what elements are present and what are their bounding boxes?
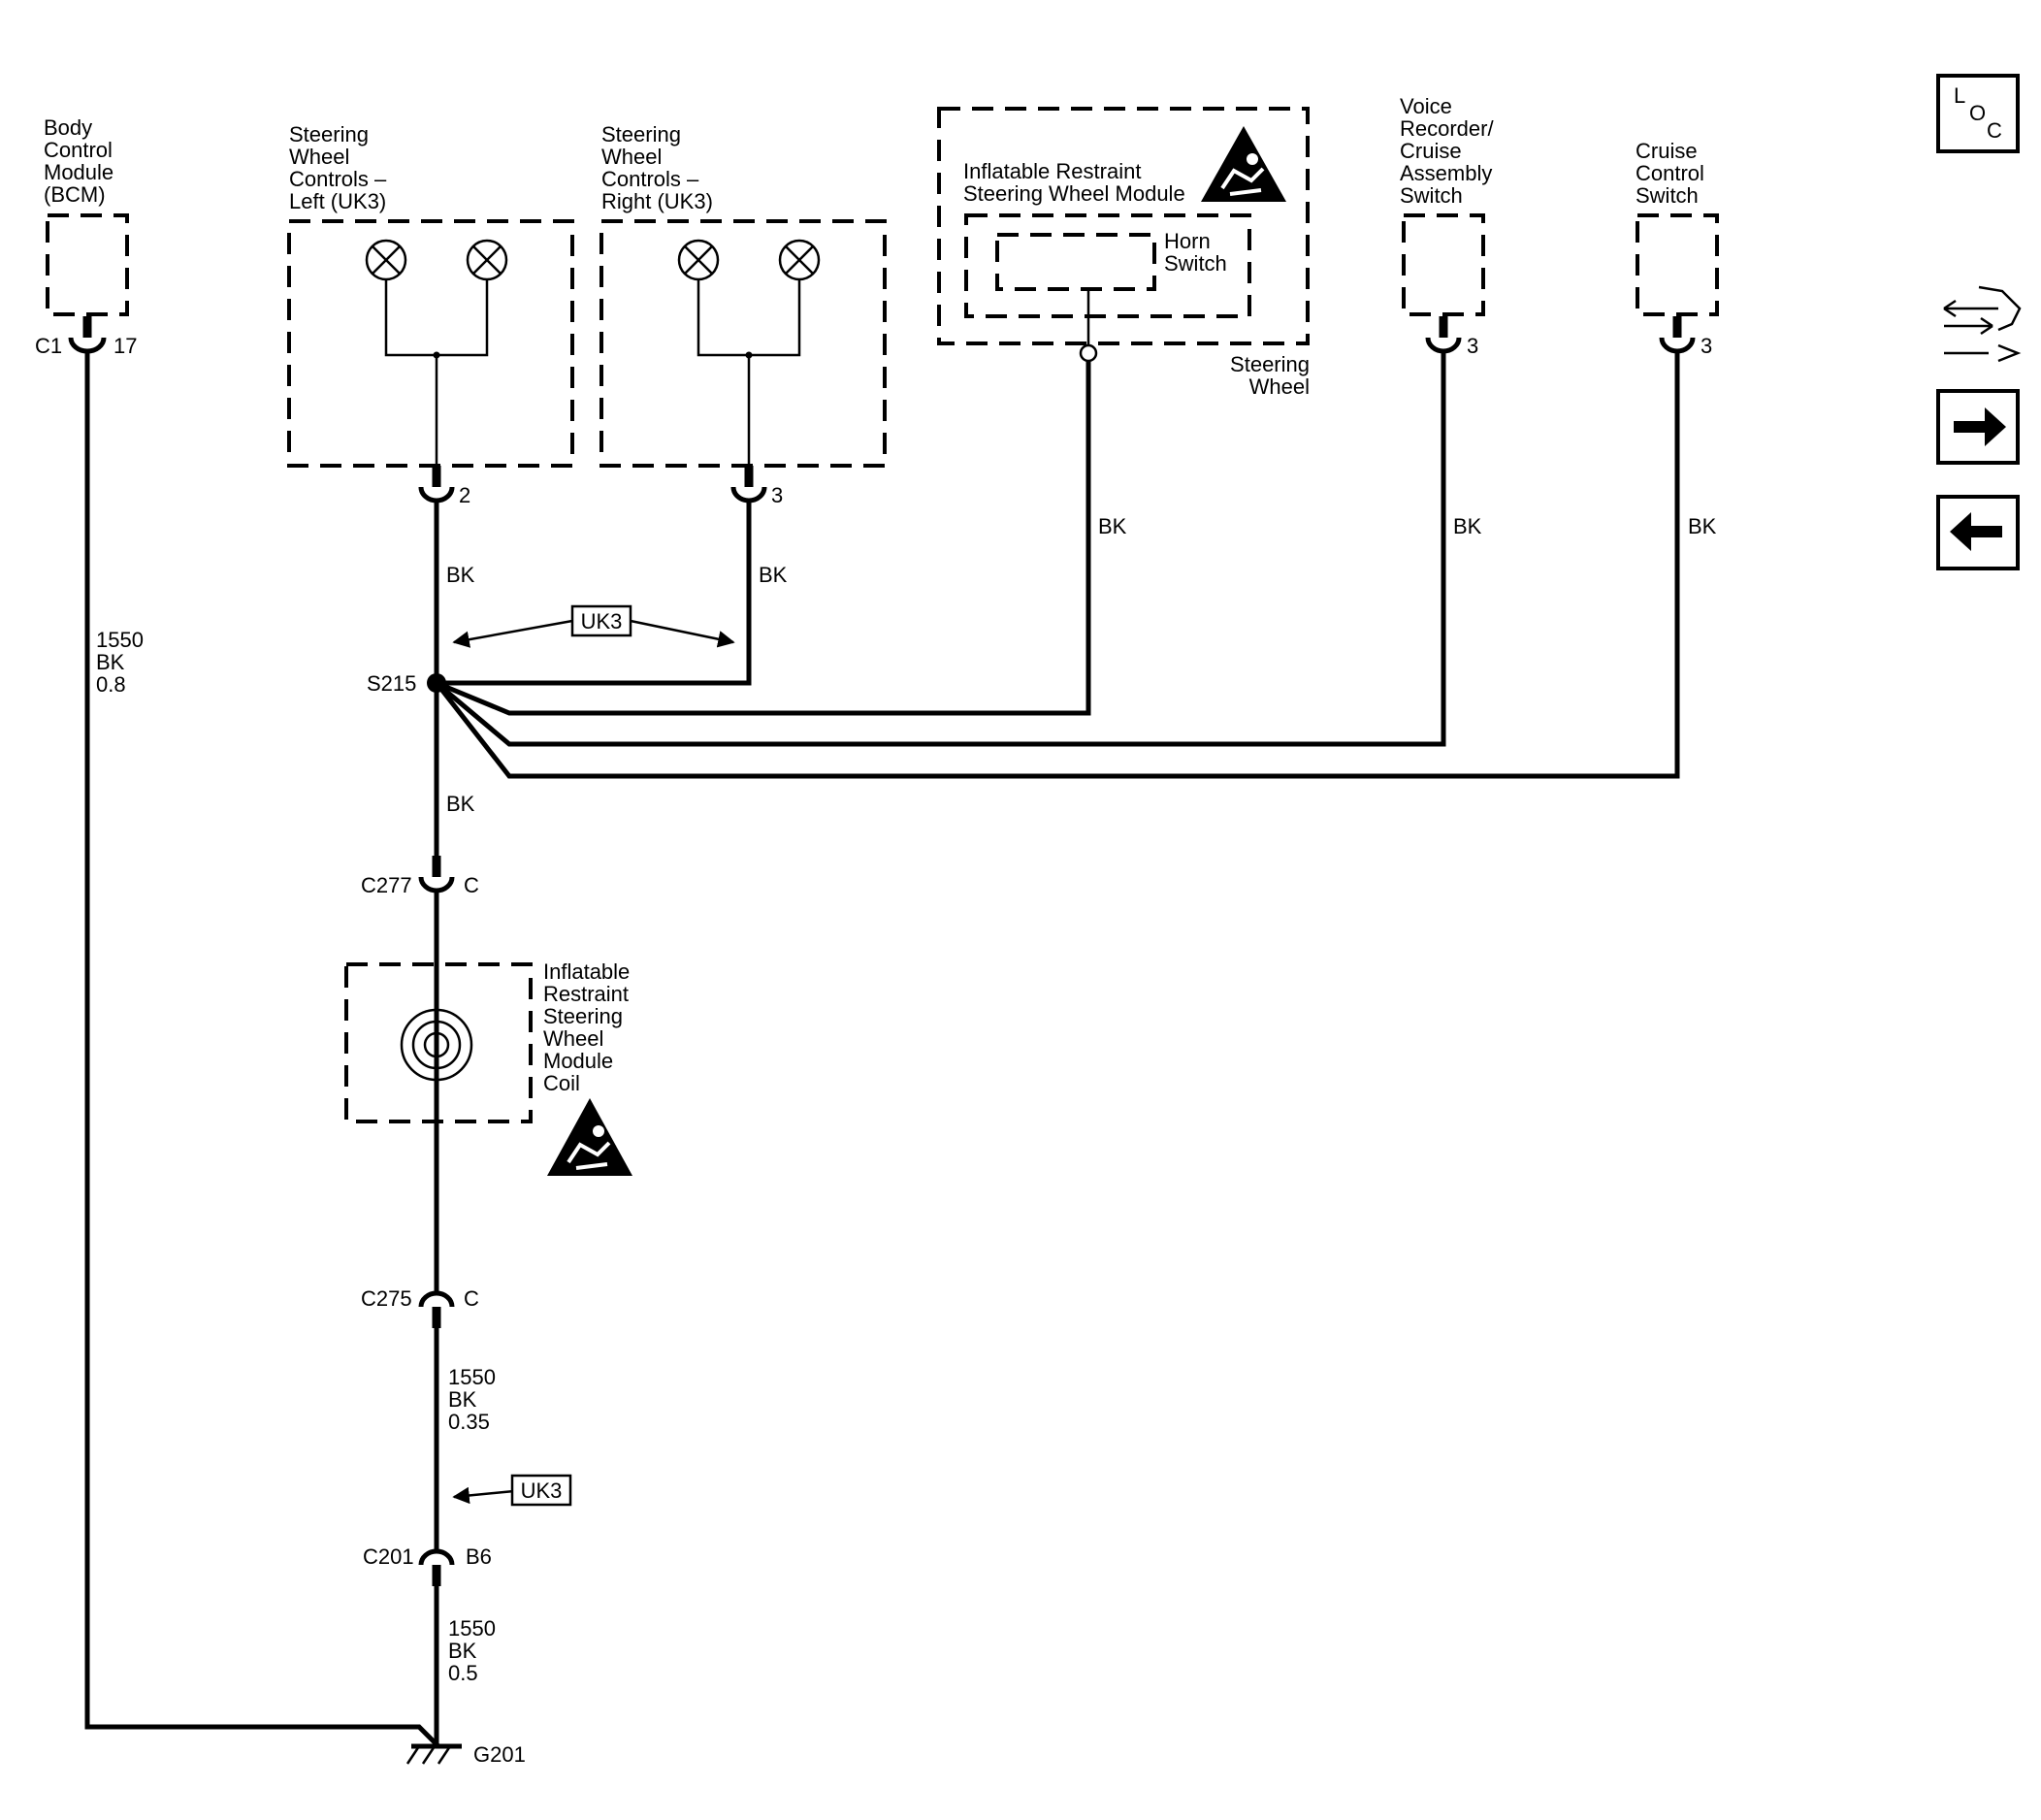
- loc-button[interactable]: L O C: [1936, 74, 2020, 153]
- c277-label: C277: [361, 873, 412, 897]
- swc-left-connector-symbol: [418, 486, 455, 504]
- lamp-icon: [466, 239, 508, 281]
- airbag-warning-icon: [1201, 126, 1286, 202]
- cruise-switch-pin-label: 3: [1701, 334, 1712, 358]
- uk3-top-label: UK3: [581, 609, 623, 634]
- lamp-icon: [365, 239, 407, 281]
- uk3-bottom-label: UK3: [521, 1479, 563, 1503]
- loc-letter-o: O: [1969, 101, 1986, 125]
- splice-s215-label: S215: [367, 671, 416, 696]
- uk3-option-top: UK3: [452, 604, 735, 648]
- cruise-switch-wire: [435, 351, 1680, 779]
- horn-contact: [1079, 343, 1098, 363]
- lamp-icon: [677, 239, 720, 281]
- cruise-switch-connector-symbol: [1659, 337, 1696, 354]
- swc-right-connector-symbol: [730, 486, 767, 504]
- arrow-right-icon[interactable]: [1936, 389, 2020, 465]
- c277-pin-label: C: [464, 873, 479, 897]
- ground-g201-label: G201: [473, 1742, 526, 1767]
- voice-recorder-box: [1402, 213, 1485, 316]
- bcm-box: [46, 213, 129, 316]
- uk3-option-bottom: UK3: [452, 1474, 572, 1507]
- horn-switch-outer-box: [964, 213, 1251, 318]
- bcm-connector-label: C1: [35, 334, 62, 358]
- airbag-warning-icon: [547, 1098, 632, 1176]
- c275-connector: C275 C: [361, 1286, 479, 1328]
- ground-g201: G201: [405, 1742, 526, 1767]
- voice-recorder-wire: [435, 351, 1446, 747]
- lamp-icon: [778, 239, 821, 281]
- c275-label: C275: [361, 1286, 412, 1311]
- swc-left-pin-label: 2: [459, 483, 470, 507]
- horn-wire: [436, 361, 1091, 716]
- voice-wire-color: BK: [1453, 514, 1482, 538]
- connector-end-view-icon[interactable]: [1943, 285, 2022, 363]
- arrow-left-icon[interactable]: [1936, 495, 2020, 570]
- c275-pin-label: C: [464, 1286, 479, 1311]
- swc-right-box: [599, 219, 887, 468]
- loc-letter-l: L: [1954, 83, 1965, 108]
- bcm-pin-label: 17: [113, 334, 137, 358]
- swc-right-wire: [437, 501, 752, 686]
- horn-wire-color: BK: [1098, 514, 1127, 538]
- swc-right-wire-color: BK: [759, 563, 788, 587]
- c201-connector: C201 B6: [363, 1544, 492, 1586]
- cruise-wire-color: BK: [1688, 514, 1717, 538]
- cruise-switch-box: [1636, 213, 1719, 316]
- voice-recorder-pin-label: 3: [1467, 334, 1478, 358]
- c201-label: C201: [363, 1544, 414, 1569]
- bcm-connector-symbol: [68, 337, 107, 354]
- clockspring-coil-icon: [400, 1008, 473, 1082]
- swc-left-box: [287, 219, 574, 468]
- swc-right-pin-label: 3: [771, 483, 783, 507]
- horn-switch-inner-box: [995, 233, 1156, 291]
- c277-connector: C277 C: [361, 856, 479, 897]
- loc-letter-c: C: [1987, 118, 2002, 143]
- ir-coil-box: [344, 962, 533, 1123]
- c201-pin-label: B6: [466, 1544, 492, 1569]
- steering-wheel-box: [937, 107, 1310, 345]
- s215-down-wire-color: BK: [446, 792, 475, 816]
- bcm-ground-wire: [84, 351, 440, 1748]
- voice-recorder-connector-symbol: [1425, 337, 1462, 354]
- swc-left-wire-color: BK: [446, 563, 475, 587]
